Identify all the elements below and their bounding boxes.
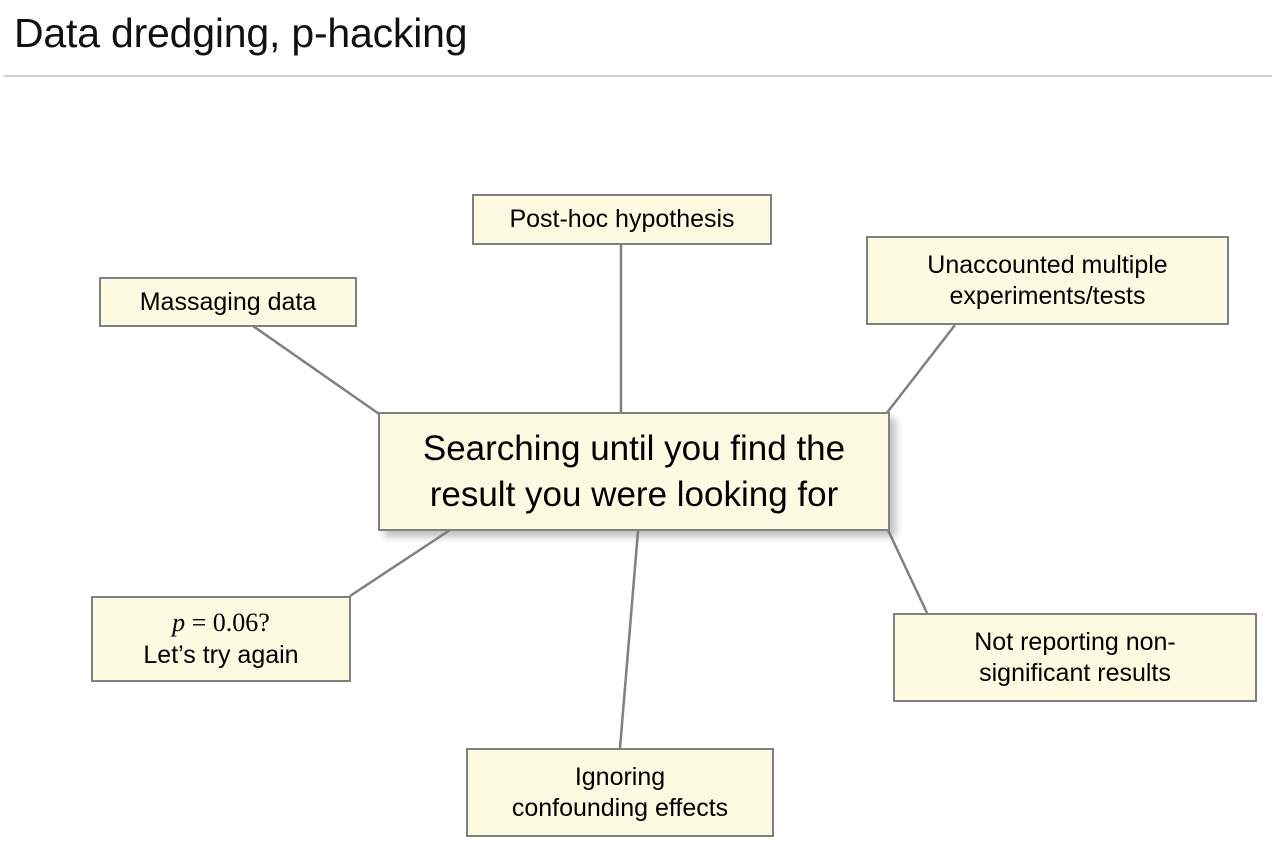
node-unaccounted-multiple-experiments[interactable]: Unaccounted multiple experiments/tests	[866, 236, 1229, 325]
node-not-reporting-non-significant[interactable]: Not reporting non- significant results	[893, 613, 1257, 702]
node-post-hoc-hypothesis-label: Post-hoc hypothesis	[509, 205, 735, 233]
node-massaging-data-label: Massaging data	[139, 287, 317, 316]
node-p-value-expression: = 0.06?	[185, 608, 270, 637]
connector-center-to-not-reporting	[886, 529, 929, 614]
node-p-value-variable: p	[172, 608, 186, 637]
node-massaging-data[interactable]: Massaging data	[99, 277, 357, 327]
node-p-value-math-line: p = 0.06?	[172, 607, 270, 639]
connector-center-to-p-value	[349, 528, 451, 598]
connector-center-to-ignoring	[618, 530, 640, 749]
node-post-hoc-hypothesis[interactable]: Post-hoc hypothesis	[472, 194, 772, 245]
node-ignoring-confounding-effects-label: Ignoring confounding effects	[511, 762, 729, 822]
center-node-label: Searching until you find the result you …	[422, 428, 846, 514]
node-not-reporting-non-significant-label: Not reporting non- significant results	[974, 627, 1176, 687]
connector-center-to-unaccounted	[885, 324, 956, 415]
title-divider	[4, 75, 1272, 77]
node-unaccounted-multiple-experiments-label: Unaccounted multiple experiments/tests	[927, 250, 1168, 310]
center-node[interactable]: Searching until you find the result you …	[378, 412, 890, 531]
page-title: Data dredging, p-hacking	[14, 10, 468, 56]
node-p-value-retry[interactable]: p = 0.06? Let’s try again	[91, 596, 351, 682]
node-ignoring-confounding-effects[interactable]: Ignoring confounding effects	[466, 748, 774, 837]
node-p-value-retry-label: Let’s try again	[143, 641, 299, 669]
connector-center-to-massaging	[252, 324, 383, 418]
